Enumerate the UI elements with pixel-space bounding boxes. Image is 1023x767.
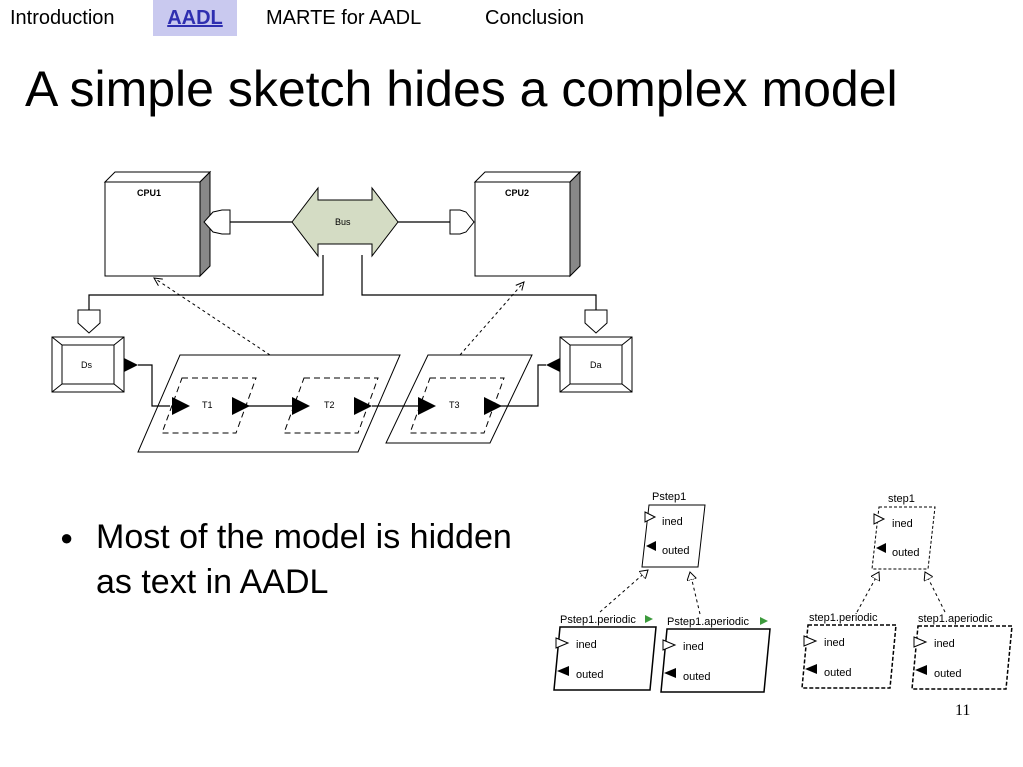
- tree-left-child-b-out: outed: [683, 671, 711, 683]
- nav-marte-for-aadl[interactable]: MARTE for AADL: [266, 7, 422, 29]
- tree-left-root-label: Pstep1: [652, 491, 686, 503]
- ds-label: Ds: [81, 360, 92, 370]
- cpu2-processor: [449, 170, 582, 278]
- bus-shape: [291, 186, 399, 258]
- nav-conclusion[interactable]: Conclusion: [485, 7, 584, 29]
- nav-aadl[interactable]: AADL: [153, 0, 237, 36]
- tree-right-child-b-in: ined: [934, 638, 955, 650]
- tree-left-child-b-label: Pstep1.aperiodic: [667, 616, 749, 628]
- thread-t2: [283, 377, 379, 434]
- tree-right-child-a-label: step1.periodic: [809, 612, 878, 624]
- t2-label: T2: [324, 400, 335, 410]
- tree-right-child-a-in: ined: [824, 637, 845, 649]
- da-label: Da: [590, 360, 602, 370]
- top-nav: Introduction AADL MARTE for AADL Conclus…: [0, 0, 1023, 36]
- cpu1-label: CPU1: [137, 188, 161, 198]
- tree-left-child-b: [660, 628, 771, 693]
- tree-right-child-b: [911, 625, 1013, 690]
- tree-right-root-in: ined: [892, 518, 913, 530]
- process-1: [137, 354, 401, 453]
- cpu2-label: CPU2: [505, 188, 529, 198]
- tree-right-root: [871, 506, 936, 570]
- binding-cpu2: [459, 282, 524, 356]
- bullet-text: Most of the model is hidden as text in A…: [96, 518, 512, 601]
- tree-right-child-b-out: outed: [934, 668, 962, 680]
- t3-label: T3: [449, 400, 460, 410]
- bus-access-right: [584, 309, 608, 334]
- t1-label: T1: [202, 400, 213, 410]
- page-number: 11: [955, 702, 971, 719]
- tree-right-child-a-out: outed: [824, 667, 852, 679]
- bus-access-left: [77, 309, 101, 334]
- bus-label: Bus: [335, 217, 351, 227]
- bullet-dot-icon: ●: [60, 525, 74, 550]
- tree-left-child-a-out: outed: [576, 669, 604, 681]
- tree-left: Pstep1 ined outed Pstep1.periodic ined o…: [553, 491, 771, 693]
- tree-left-child-a: [553, 626, 657, 691]
- tree-right-root-label: step1: [888, 493, 915, 505]
- tree-right-child-a: [801, 624, 897, 689]
- tree-left-root-out: outed: [662, 545, 690, 557]
- tree-left-child-a-label: Pstep1.periodic: [560, 614, 636, 626]
- da-device: [546, 336, 633, 393]
- tree-left-child-a-in: ined: [576, 639, 597, 651]
- tree-left-child-b-in: ined: [683, 641, 704, 653]
- bus-connections: [88, 221, 597, 310]
- ds-device: [51, 336, 138, 393]
- tree-right-child-b-label: step1.aperiodic: [918, 613, 993, 625]
- cpu1-processor: [103, 170, 231, 278]
- port-markers: [172, 397, 502, 415]
- tree-right: step1 ined outed step1.periodic ined out…: [801, 493, 1013, 690]
- tree-right-root-out: outed: [892, 547, 920, 559]
- tree-left-root: [641, 504, 706, 568]
- nav-introduction[interactable]: Introduction: [10, 7, 115, 29]
- process-2: [385, 354, 533, 444]
- slide-title: A simple sketch hides a complex model: [25, 61, 898, 117]
- tree-left-root-in: ined: [662, 516, 683, 528]
- data-flows: [138, 364, 546, 407]
- binding-cpu1: [154, 278, 271, 356]
- thread-t1: [161, 377, 257, 434]
- thread-t3: [409, 377, 505, 434]
